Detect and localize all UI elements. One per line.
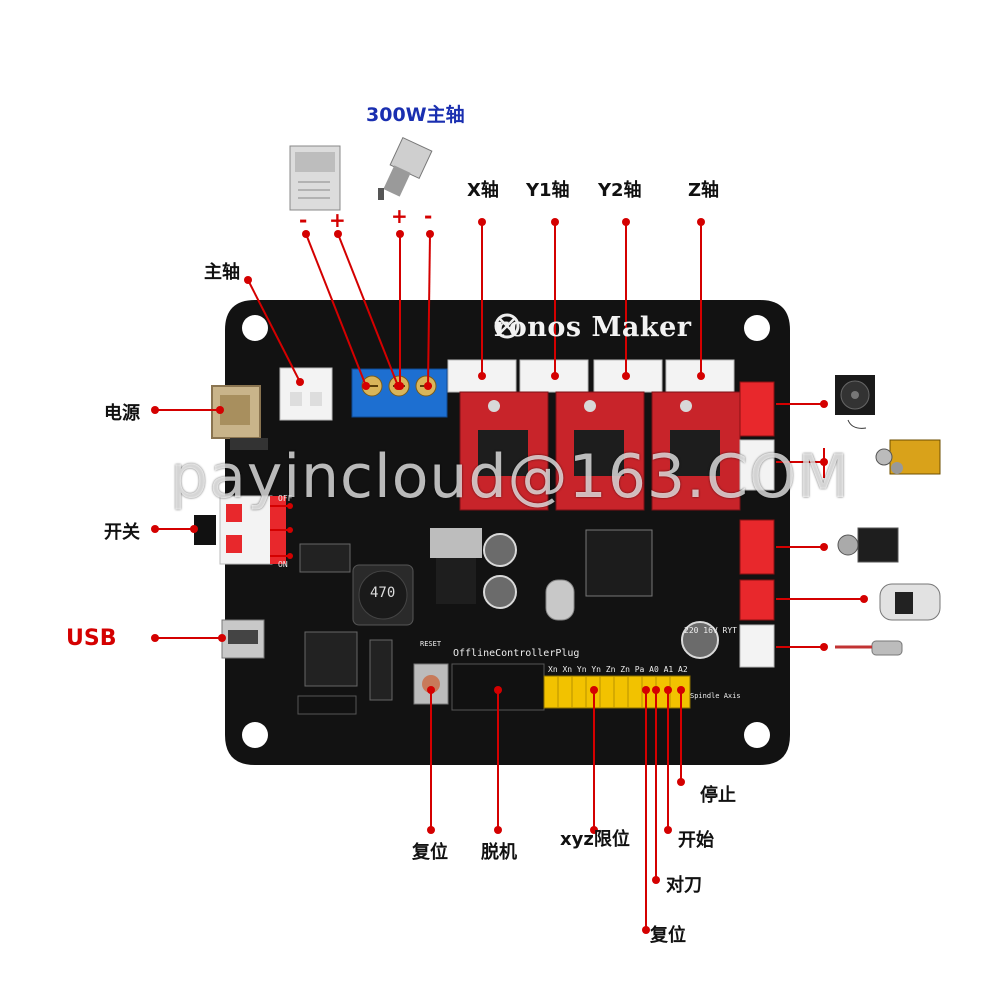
spindle-label: 主轴 <box>204 262 240 283</box>
limit-label: xyz限位 <box>560 829 630 850</box>
watermark: payincloud@163.COM <box>170 442 851 512</box>
voltage-regulator <box>430 528 482 604</box>
hand-controller-icon <box>879 583 941 621</box>
right-connectors <box>739 381 775 668</box>
header-pins-silk: Xn Xn Yn Yn Zn Zn Pa A0 A1 A2 <box>548 665 688 674</box>
cooling-fan-icon <box>835 375 875 429</box>
mounting-hole <box>242 315 268 341</box>
driver-x <box>459 391 549 511</box>
reset-label: 复位 <box>412 842 448 863</box>
cap-silk: 220 16V RYT <box>684 626 737 635</box>
power-plus-label: + <box>329 208 346 232</box>
leader-dots <box>151 218 868 934</box>
switch-on-silk: ON <box>278 560 288 569</box>
small-ics <box>299 543 393 701</box>
spindle-motor-icon <box>378 136 433 200</box>
spindle-title: 300W主轴 <box>366 104 465 126</box>
axis-y2-label: Y2轴 <box>598 180 642 201</box>
laser-diode-icon <box>837 527 899 563</box>
axis-x-label: X轴 <box>467 180 499 201</box>
spindle-plus-label: + <box>391 204 408 228</box>
switch-off-silk: OFF <box>278 494 293 503</box>
usb-label: USB <box>66 626 117 651</box>
switch-label: 开关 <box>104 522 140 543</box>
reset-silk: RESET <box>420 640 442 648</box>
axis-z-label: Z轴 <box>688 180 720 201</box>
mounting-hole <box>744 722 770 748</box>
brand-logo-icon <box>494 313 520 339</box>
driver-y2 <box>651 391 741 511</box>
offline-label: 脱机 <box>481 842 517 863</box>
stop-label: 停止 <box>700 785 736 806</box>
driver-y1 <box>555 391 645 511</box>
power-minus-label: - <box>299 208 308 232</box>
mounting-hole <box>242 722 268 748</box>
mounting-hole <box>744 315 770 341</box>
tool-set-label: 对刀 <box>666 875 702 896</box>
spindle-minus-label: - <box>424 204 433 228</box>
psu-icon <box>289 145 341 211</box>
laser-pointer-icon <box>835 640 903 656</box>
right-side-silk: Spindle Axis <box>690 692 741 700</box>
spindle-connector <box>279 367 333 421</box>
bottom-header-strip <box>297 695 357 715</box>
axis-y1-label: Y1轴 <box>526 180 570 201</box>
offline-plug-silk: OfflineControllerPlug <box>453 648 580 659</box>
laser-module-icon <box>875 439 941 475</box>
microcontroller <box>585 529 653 597</box>
inductor <box>352 564 414 626</box>
start-label: 开始 <box>678 830 714 851</box>
usb-port <box>221 619 265 659</box>
home-label: 复位 <box>650 925 686 946</box>
stepper-drivers <box>459 391 741 511</box>
power-jack <box>211 385 268 450</box>
inductor-silk: 470 <box>370 585 396 601</box>
leader-lines <box>155 222 864 930</box>
power-label: 电源 <box>104 403 140 424</box>
brand-text: ronos Maker <box>494 312 692 343</box>
crystal <box>545 579 575 621</box>
capacitors <box>483 533 719 659</box>
